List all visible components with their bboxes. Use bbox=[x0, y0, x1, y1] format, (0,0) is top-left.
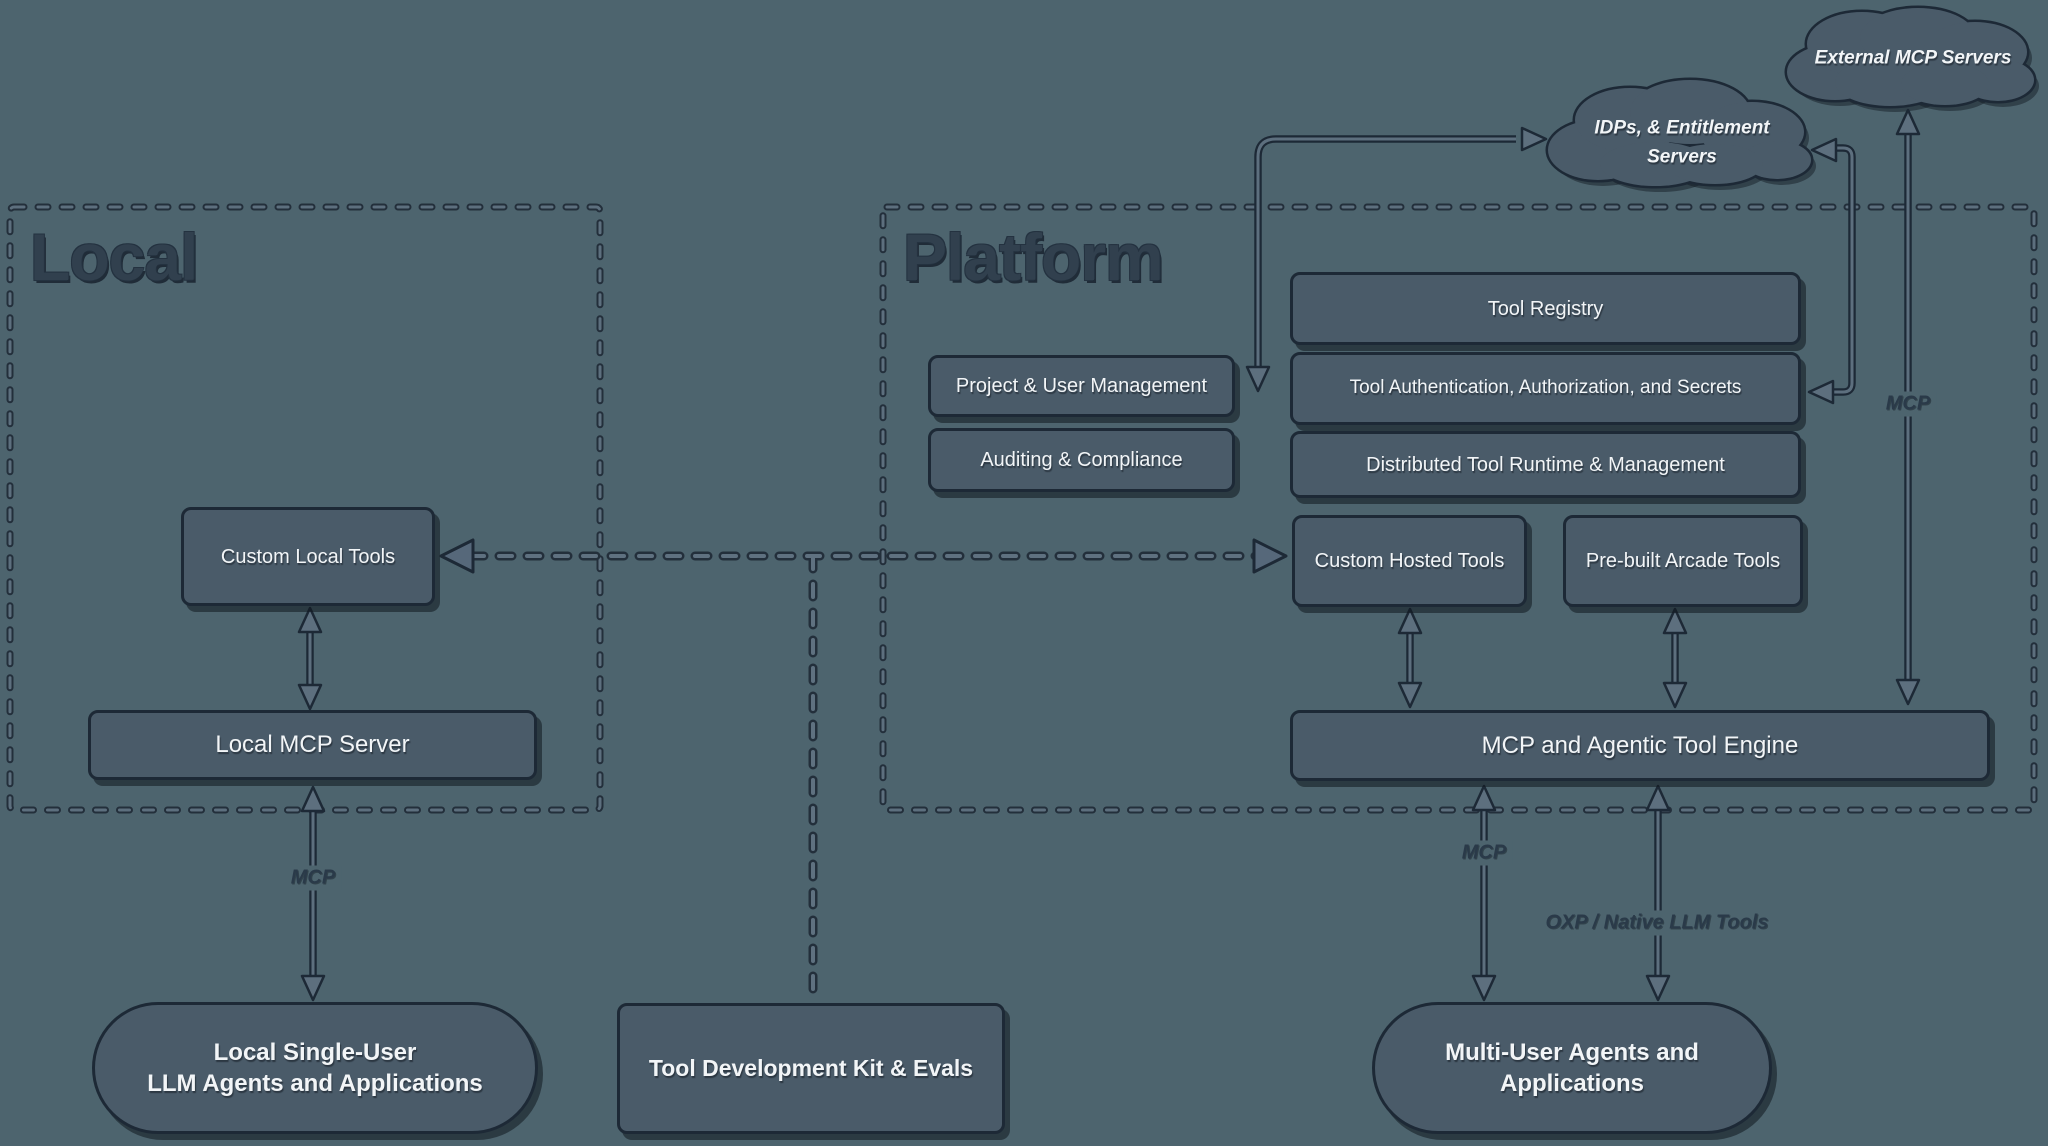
edge-label-mcp-external: MCP bbox=[1878, 391, 1938, 417]
arrow-engine-multiuser-oxp bbox=[1645, 784, 1671, 1002]
node-multi-user-agents-label-line1: Multi-User Agents and bbox=[1445, 1038, 1699, 1066]
arrow-project-idps bbox=[1245, 126, 1548, 393]
arrow-engine-multiuser-mcp bbox=[1471, 784, 1497, 1002]
platform-container-border bbox=[879, 203, 2038, 814]
idps-entitlement-cloud bbox=[1545, 77, 1816, 192]
node-multi-user-agents: Multi-User Agents and Applications bbox=[1372, 1002, 1772, 1134]
node-auditing-compliance-label: Auditing & Compliance bbox=[980, 449, 1183, 471]
node-tool-authentication: Tool Authentication, Authorization, and … bbox=[1290, 352, 1801, 425]
node-custom-hosted-tools: Custom Hosted Tools bbox=[1292, 515, 1527, 607]
node-project-user-management: Project & User Management bbox=[928, 355, 1235, 417]
external-mcp-servers-cloud-label: External MCP Servers bbox=[1814, 47, 2012, 69]
idps-entitlement-cloud-label: IDPs, & Entitlement Servers bbox=[1594, 114, 1769, 173]
node-custom-local-tools: Custom Local Tools bbox=[181, 507, 435, 606]
platform-container-title: Platform bbox=[903, 220, 1164, 294]
node-prebuilt-arcade-tools-label: Pre-built Arcade Tools bbox=[1585, 550, 1781, 572]
arrow-toolauth-idps bbox=[1807, 137, 1856, 405]
arrow-localmcp-localagents bbox=[300, 785, 326, 1002]
local-container-title: Local bbox=[30, 220, 198, 294]
edge-label-oxp-native-llm-tools: OXP / Native LLM Tools bbox=[1538, 910, 1776, 936]
node-distributed-tool-runtime: Distributed Tool Runtime & Management bbox=[1290, 431, 1801, 498]
node-tool-registry-label: Tool Registry bbox=[1487, 297, 1604, 320]
arrow-prebuilt-engine bbox=[1662, 607, 1688, 709]
node-local-mcp-server: Local MCP Server bbox=[88, 710, 537, 780]
arrow-customlocal-localmcp bbox=[297, 606, 323, 711]
node-tool-registry: Tool Registry bbox=[1290, 272, 1801, 345]
node-mcp-agentic-tool-engine-label: MCP and Agentic Tool Engine bbox=[1481, 731, 1799, 759]
edge-label-mcp-local: MCP bbox=[283, 865, 343, 891]
node-local-agents-label-line1: Local Single-User bbox=[213, 1038, 417, 1066]
node-local-mcp-server-label: Local MCP Server bbox=[215, 731, 410, 759]
node-tool-development-kit-label: Tool Development Kit & Evals bbox=[648, 1054, 974, 1081]
edge-label-mcp-multiuser: MCP bbox=[1454, 840, 1514, 866]
node-local-agents-label-line2: LLM Agents and Applications bbox=[147, 1070, 483, 1097]
node-tool-development-kit: Tool Development Kit & Evals bbox=[617, 1003, 1005, 1134]
node-local-single-user-agents: Local Single-User LLM Agents and Applica… bbox=[92, 1002, 538, 1134]
local-container-border bbox=[6, 203, 604, 814]
node-prebuilt-arcade-tools: Pre-built Arcade Tools bbox=[1563, 515, 1803, 607]
node-custom-local-tools-label: Custom Local Tools bbox=[220, 545, 396, 568]
node-tool-authentication-label: Tool Authentication, Authorization, and … bbox=[1349, 377, 1742, 399]
dashed-connector-local-hosted bbox=[439, 538, 1288, 1006]
node-auditing-compliance: Auditing & Compliance bbox=[928, 428, 1235, 492]
node-mcp-agentic-tool-engine: MCP and Agentic Tool Engine bbox=[1290, 710, 1990, 781]
node-multi-user-agents-label-line2: Applications bbox=[1499, 1070, 1644, 1097]
idps-cloud-label-line2: Servers bbox=[1647, 147, 1717, 168]
external-mcp-servers-cloud bbox=[1784, 5, 2039, 112]
arrow-customhosted-engine bbox=[1397, 607, 1423, 709]
node-distributed-tool-runtime-label: Distributed Tool Runtime & Management bbox=[1366, 453, 1725, 476]
node-project-user-management-label: Project & User Management bbox=[955, 375, 1208, 397]
node-custom-hosted-tools-label: Custom Hosted Tools bbox=[1314, 550, 1505, 572]
idps-cloud-label-line1: IDPs, & Entitlement bbox=[1594, 117, 1770, 139]
